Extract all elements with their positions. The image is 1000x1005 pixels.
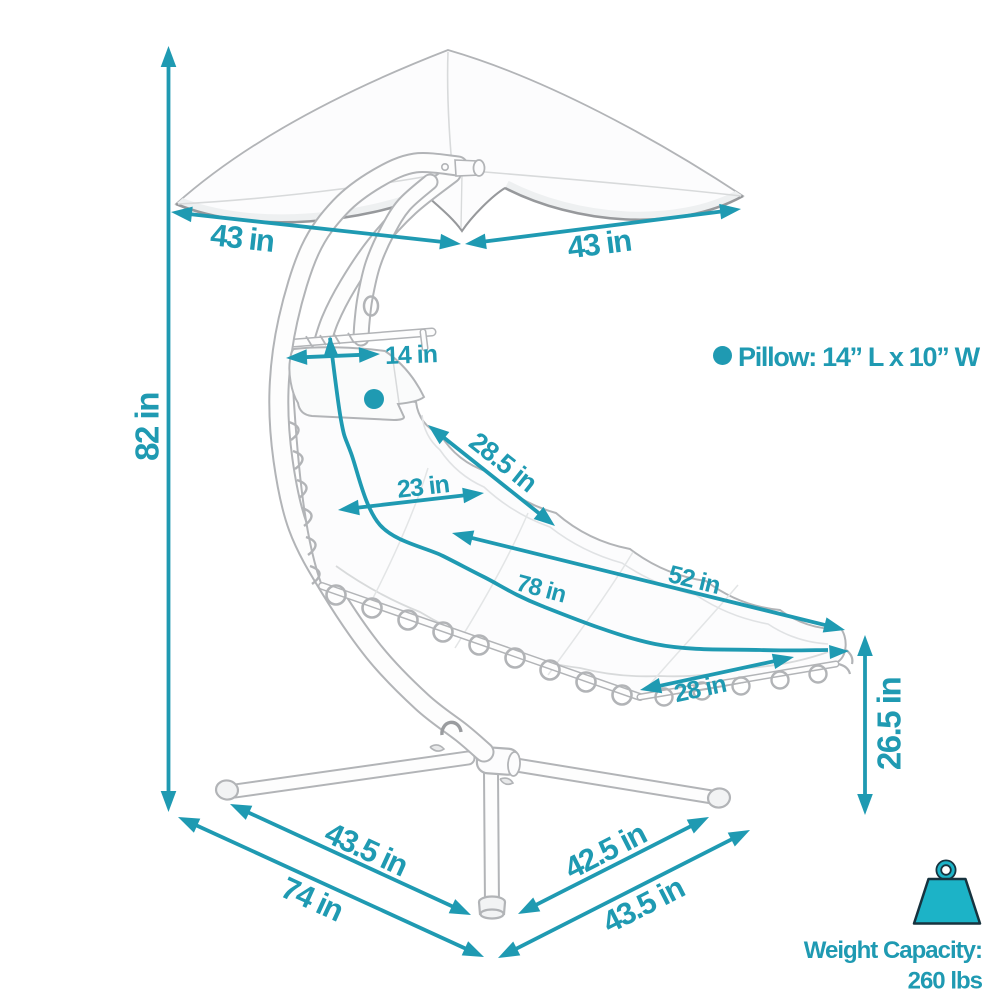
svg-text:Pillow: 14” L x 10” W: Pillow: 14” L x 10” W	[738, 342, 981, 372]
svg-text:Weight Capacity:: Weight Capacity:	[804, 937, 982, 964]
svg-text:82 in: 82 in	[129, 393, 166, 461]
svg-text:260 lbs: 260 lbs	[908, 968, 983, 995]
svg-text:14 in: 14 in	[385, 340, 438, 370]
svg-text:26.5 in: 26.5 in	[871, 678, 908, 771]
svg-text:43 in: 43 in	[565, 223, 633, 266]
svg-text:43 in: 43 in	[209, 217, 276, 259]
svg-text:23 in: 23 in	[396, 470, 451, 504]
